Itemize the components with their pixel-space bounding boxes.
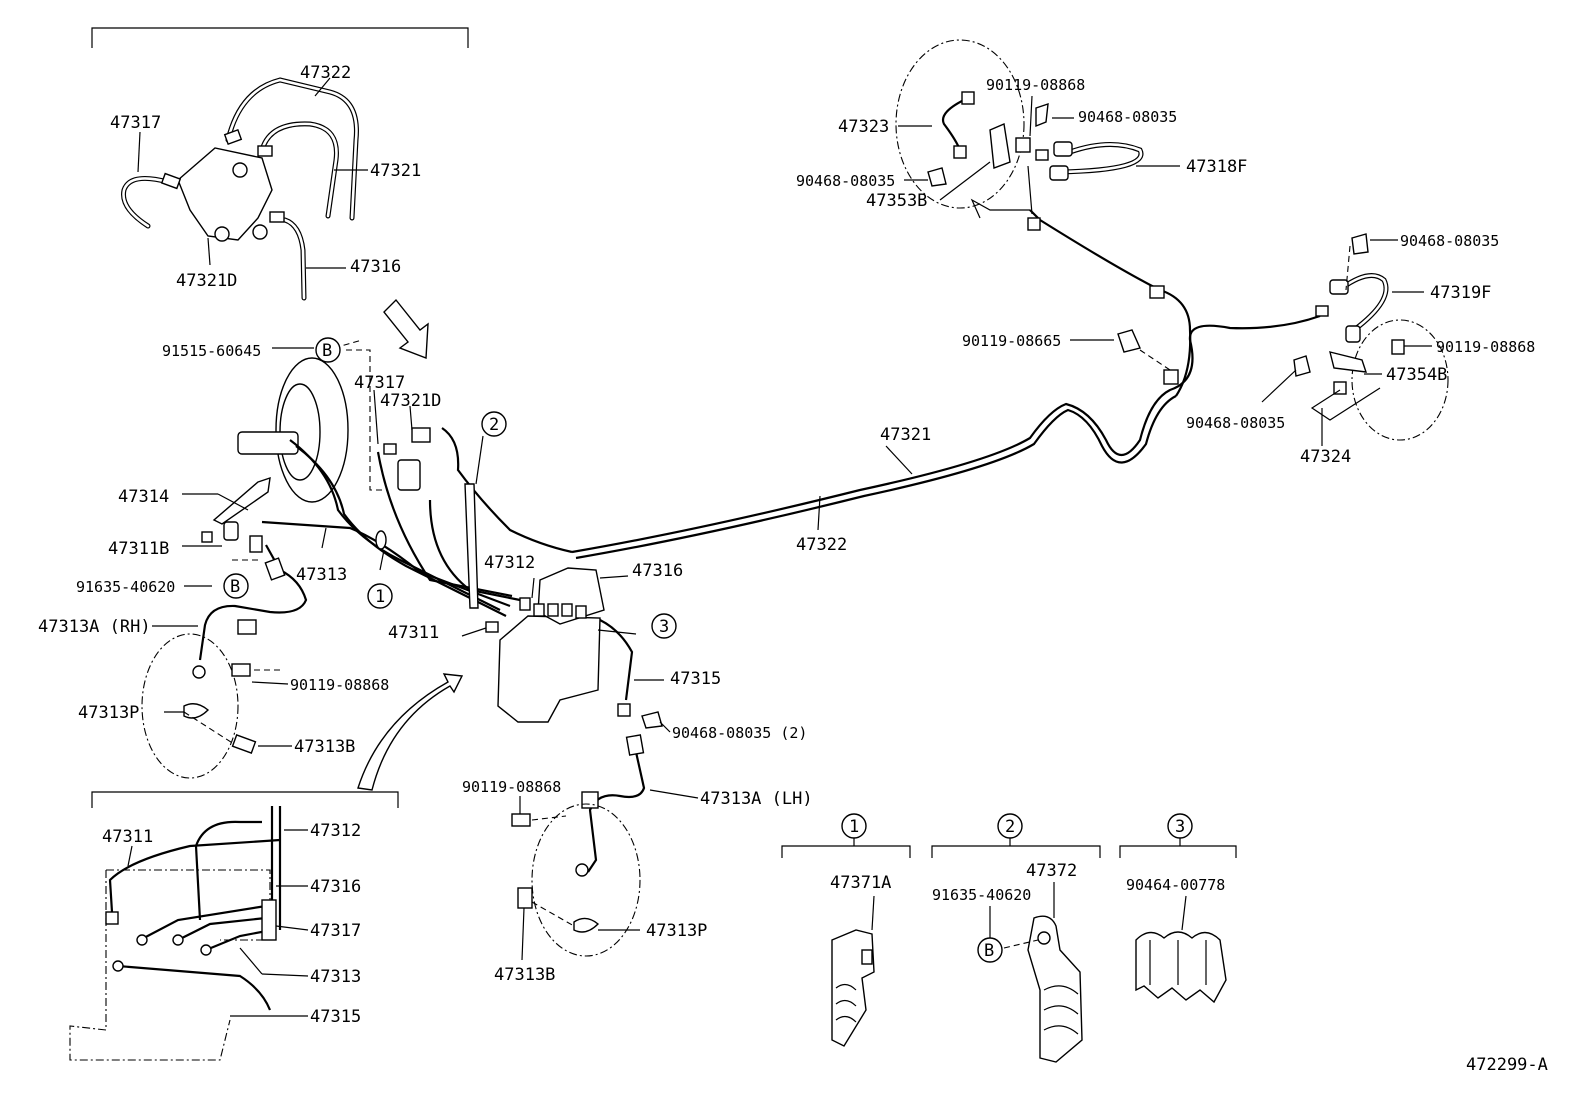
clamp-marker-text-1: 1 [375,587,385,607]
clamp-detail-b-text: B [984,941,994,961]
label-47313b-left: 47313B [294,737,355,757]
label-47321: 47321 [370,161,421,181]
label-90119-c: 90119-08868 [986,76,1085,94]
label-90119-d: 90119-08665 [962,332,1061,350]
label-47317-main: 47317 [354,373,405,393]
label-90464: 90464-00778 [1126,876,1225,894]
label-47324: 47324 [1300,447,1351,467]
clamp-marker-1 [367,583,393,609]
label-47311: 47311 [388,623,439,643]
clamp-marker-text-2: 2 [489,415,499,435]
clamp-marker-3 [651,613,677,639]
label-47316-main: 47316 [632,561,683,581]
label-47318f: 47318F [1186,157,1247,177]
label-47313-inset: 47313 [310,967,361,987]
label-47319f: 47319F [1430,283,1491,303]
label-47321d-main: 47321D [380,391,441,411]
label-47321-main: 47321 [880,425,931,445]
label-47321d: 47321D [176,271,237,291]
label-47314: 47314 [118,487,169,507]
clamp-detail-text-2: 2 [1005,817,1015,837]
label-90468-c: 90468-08035 [1400,232,1499,250]
label-47315: 47315 [670,669,721,689]
diagram-code: 472299-A [1466,1055,1548,1075]
label-47313p-left: 47313P [78,703,139,723]
label-47353b: 47353B [866,191,927,211]
clamp-marker-text-3: 3 [659,617,669,637]
clamp-detail-2-marker [997,813,1023,839]
label-90468-b: 90468-08035 [796,172,895,190]
label-47312: 47312 [484,553,535,573]
label-47313a-rh: 47313A (RH) [38,617,151,637]
master-cylinder-area [141,298,573,791]
clamp-detail-3-marker [1167,813,1193,839]
label-90468-d: 90468-08035 [1186,414,1285,432]
label-91515: 91515-60645 [162,342,261,360]
label-47354b: 47354B [1386,365,1447,385]
part-labels: 47322 47317 47321 47321D 47316 91515-606… [38,63,1548,1075]
inset-top-valve [91,27,469,301]
label-47312-inset: 47312 [310,821,361,841]
label-47322-main: 47322 [796,535,847,555]
label-90119-e: 90119-08868 [1436,338,1535,356]
label-90468-a: 90468-08035 [1078,108,1177,126]
label-47372: 47372 [1026,861,1077,881]
label-47315-inset: 47315 [310,1007,361,1027]
clamp-marker-2 [481,411,507,437]
label-90119-a: 90119-08868 [290,676,389,694]
label-47323: 47323 [838,117,889,137]
label-47317-inset: 47317 [310,921,361,941]
clamp-detail-text-1: 1 [849,817,859,837]
label-47313: 47313 [296,565,347,585]
label-47371a: 47371A [830,873,891,893]
label-47316-inset: 47316 [310,877,361,897]
abs-actuator-area [461,567,699,961]
clamp-detail-1-marker [841,813,867,839]
label-91635-clamp: 91635-40620 [932,886,1031,904]
clamp-detail-b-marker [977,937,1003,963]
circle-markers [223,337,1193,963]
label-47316: 47316 [350,257,401,277]
label-47313b-right: 47313B [494,965,555,985]
b-marker-text-2: B [230,577,240,597]
inset-bottom-lines [69,791,399,1061]
label-47317: 47317 [110,113,161,133]
b-marker-1 [315,337,341,363]
label-47313a-lh: 47313A (LH) [700,789,813,809]
clamp-detail-text-3: 3 [1175,817,1185,837]
label-47311-inset: 47311 [102,827,153,847]
b-marker-2 [223,573,249,599]
label-47313p-right: 47313P [646,921,707,941]
label-91635: 91635-40620 [76,578,175,596]
label-90468-2: 90468-08035 (2) [672,724,807,742]
label-90119-b: 90119-08868 [462,778,561,796]
clamp-details [781,838,1237,1063]
rear-brake-lines [571,39,1449,560]
b-marker-text-1: B [322,341,332,361]
label-47311b: 47311B [108,539,169,559]
label-47322: 47322 [300,63,351,83]
